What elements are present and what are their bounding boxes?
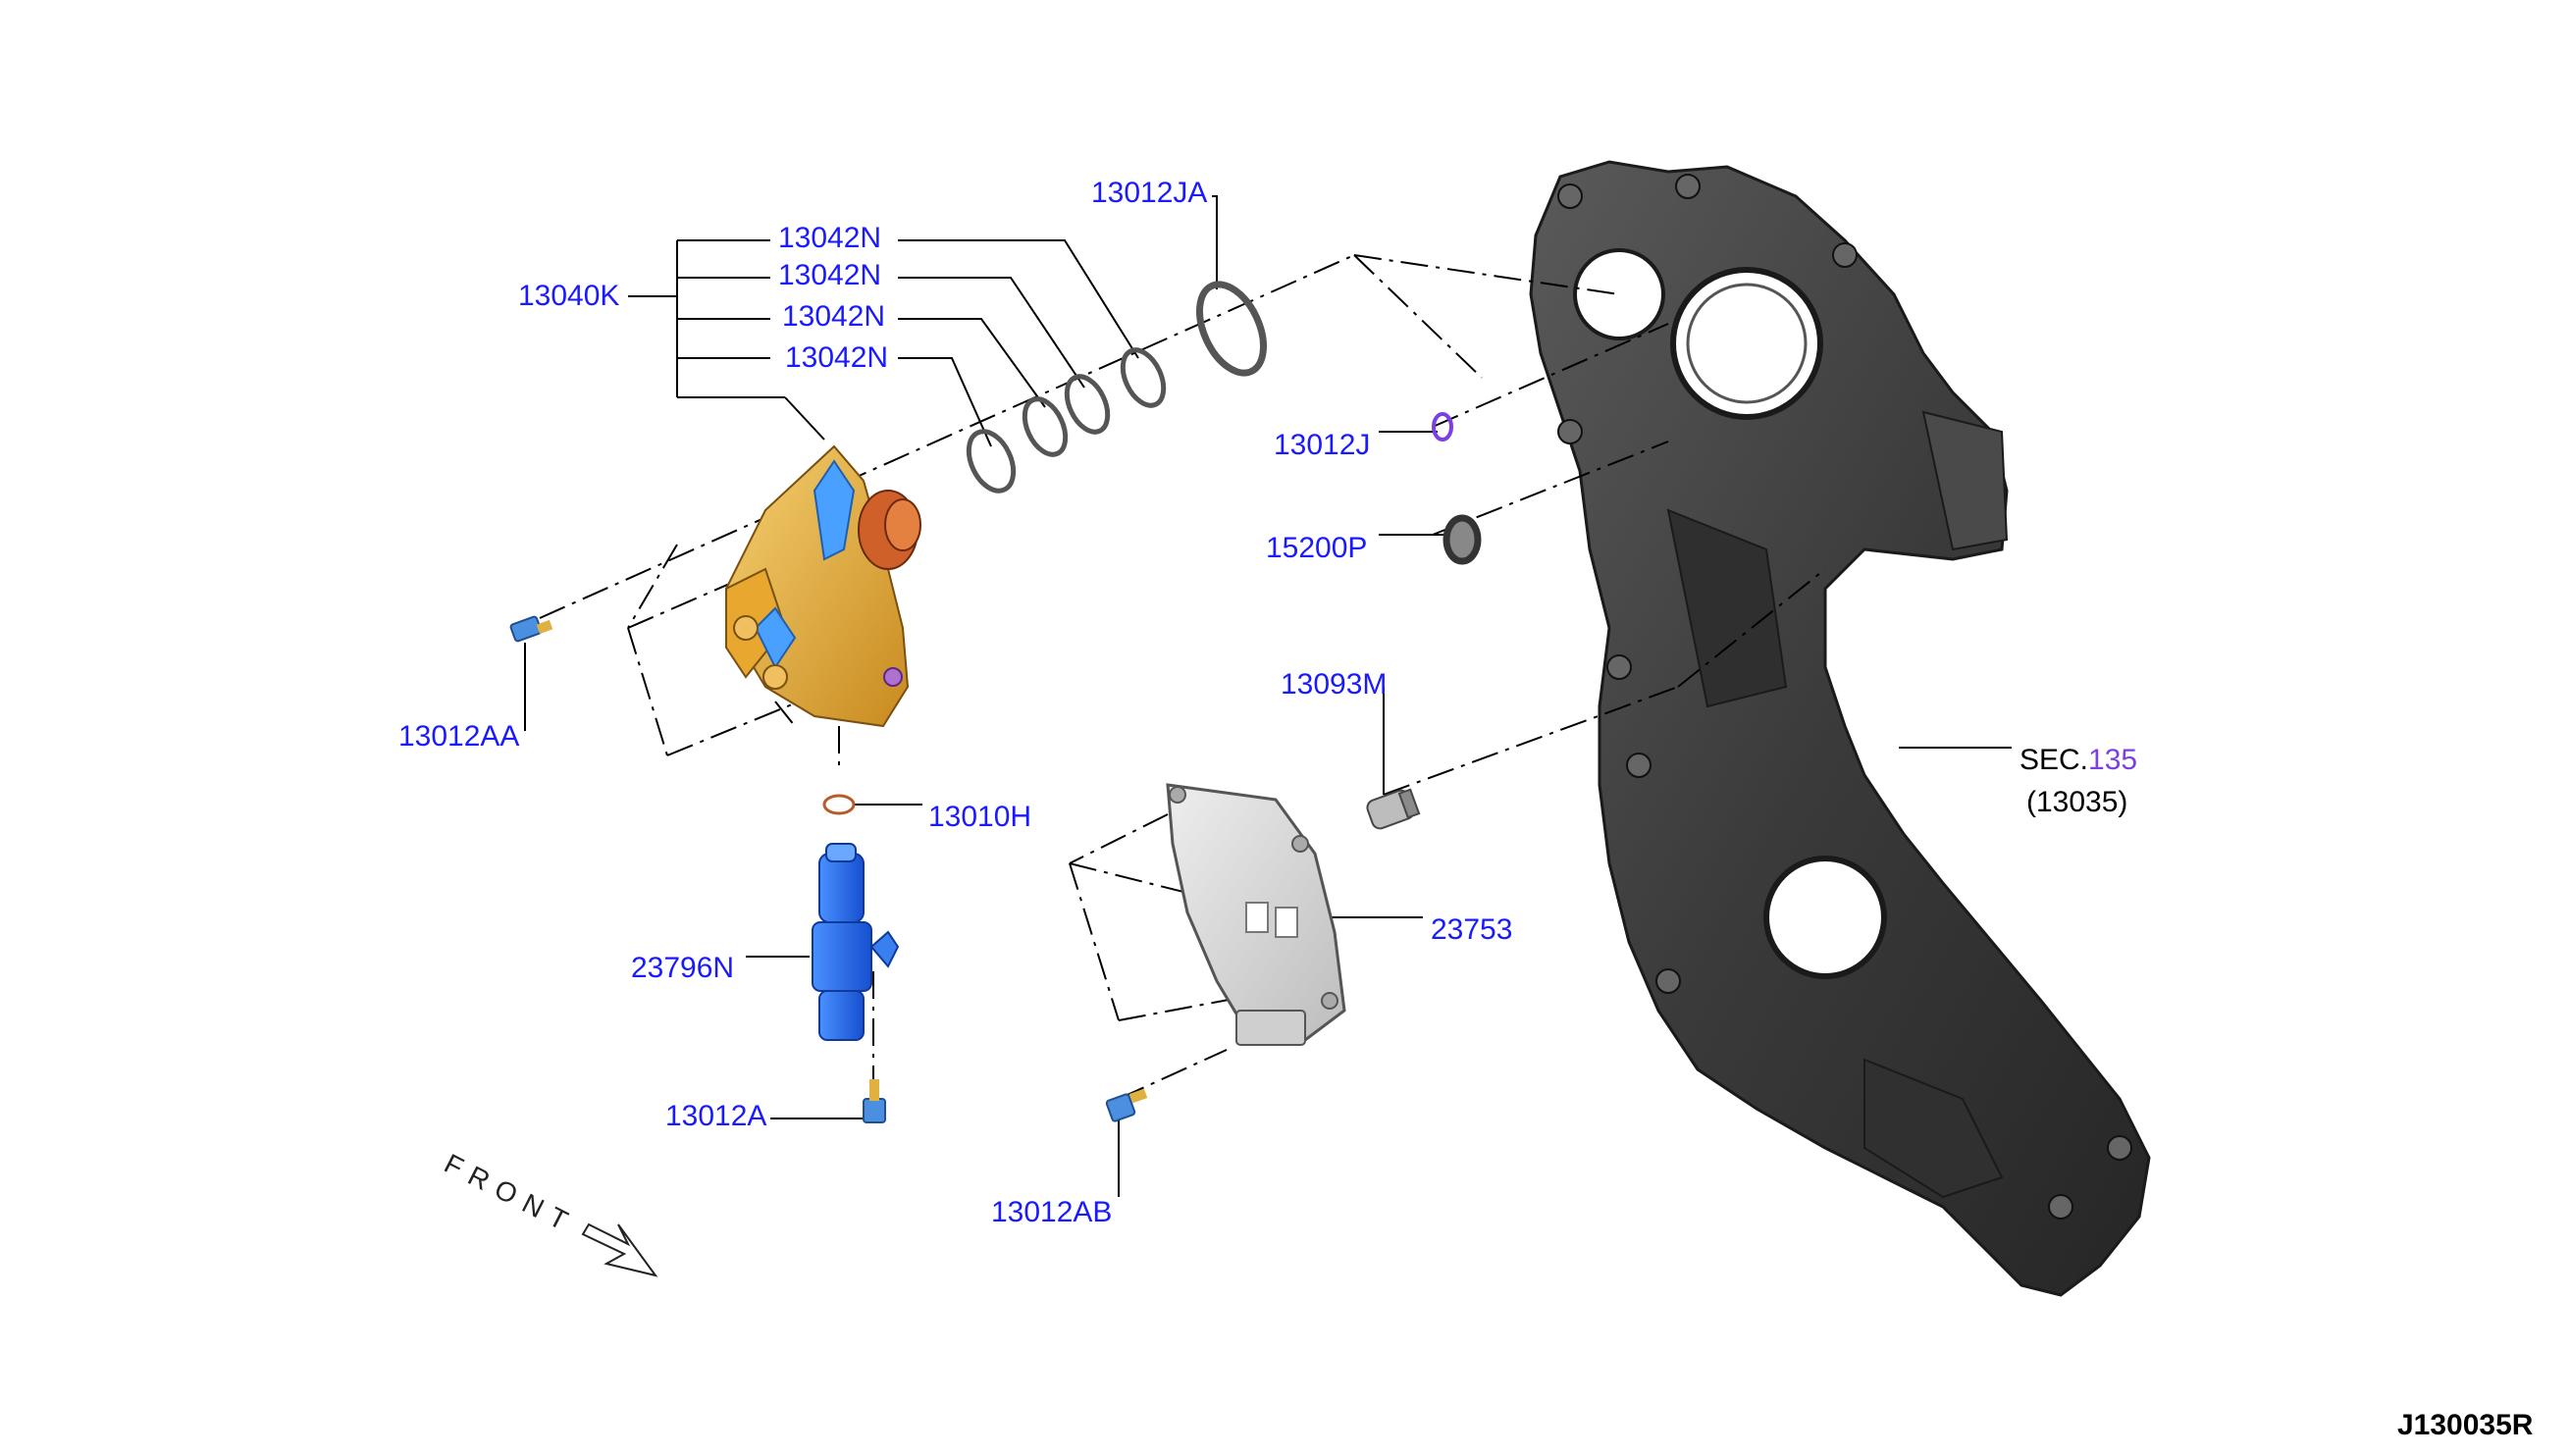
seal-15200P — [1442, 514, 1482, 565]
vtc-cover-13040K — [724, 444, 921, 728]
assembly-centerlines — [539, 254, 1826, 1100]
ring-13042N-4 — [966, 429, 1017, 494]
pump-cover-23753 — [1166, 783, 1346, 1046]
diagram-id: J130035R — [2397, 1409, 2534, 1441]
callout-13042N-2: 13042N — [778, 259, 882, 291]
bolt-13012AA — [509, 615, 553, 643]
callout-15200P: 15200P — [1266, 532, 1368, 564]
bolt-13012AB — [1105, 1088, 1148, 1122]
callout-13040K: 13040K — [518, 280, 620, 312]
oring-13012J — [1432, 412, 1453, 442]
section-prefix: SEC. — [2019, 744, 2089, 776]
callout-leaders — [524, 195, 2012, 1197]
ring-13042N-2 — [1064, 374, 1111, 435]
front-arrow-icon — [581, 1222, 658, 1277]
section-number-link[interactable]: 135 — [2088, 744, 2138, 776]
timing-cover — [1529, 160, 2151, 1297]
callout-13042N-1: 13042N — [778, 222, 882, 254]
cover-bore-lower — [1763, 856, 1887, 979]
section-reference: SEC.135 — [2019, 744, 2137, 777]
ring-13042N-3 — [1022, 396, 1069, 457]
callout-13012AA: 13012AA — [398, 720, 520, 753]
valve-13093M — [1366, 788, 1421, 830]
oring-13012JA — [1196, 281, 1267, 377]
callout-13012AB: 13012AB — [991, 1196, 1113, 1228]
callout-13012J: 13012J — [1274, 429, 1371, 461]
callout-13010H: 13010H — [928, 801, 1032, 833]
callout-13042N-4: 13042N — [785, 341, 889, 374]
section-subref: (13035) — [2026, 786, 2128, 818]
callout-23753: 23753 — [1431, 913, 1513, 946]
solenoid-23796N — [812, 843, 900, 1041]
bolts — [509, 615, 1148, 1123]
callout-13093M: 13093M — [1281, 668, 1388, 701]
oring-13010H — [822, 794, 856, 815]
seal-rings — [822, 281, 1482, 815]
ring-13042N-1 — [1120, 347, 1167, 408]
callout-23796N: 23796N — [631, 952, 735, 984]
callout-13012JA: 13012JA — [1091, 177, 1208, 209]
cover-bore-small — [1573, 248, 1665, 340]
callout-13042N-3: 13042N — [782, 300, 886, 333]
callout-13012A: 13012A — [665, 1100, 767, 1132]
bolt-13012A — [863, 1079, 886, 1123]
